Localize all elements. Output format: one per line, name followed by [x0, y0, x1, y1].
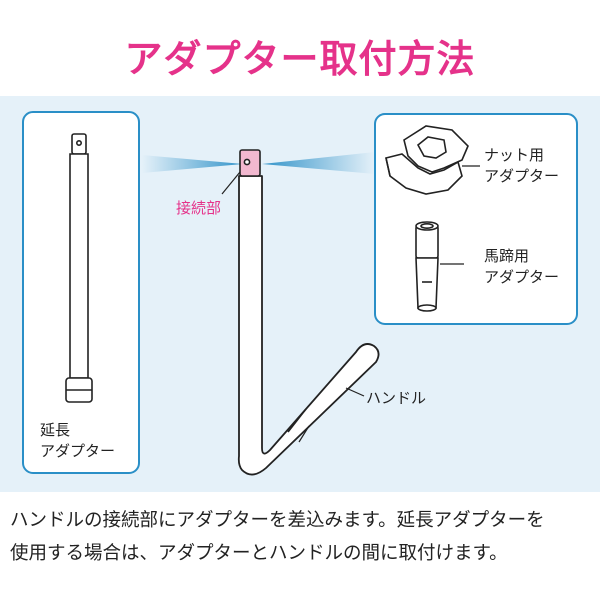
- extension-adapter: [65, 133, 93, 403]
- connection-label: 接続部: [176, 199, 222, 217]
- nut-adapter-label-line1: ナット用: [484, 146, 545, 164]
- hoof-adapter-label-line1: 馬蹄用: [484, 247, 530, 265]
- caption-line-2: 使用する場合は、アダプターとハンドルの間に取付けます。: [10, 543, 508, 564]
- highlight-beam-left: [142, 155, 243, 173]
- hoof-adapter: [415, 221, 439, 312]
- nut-adapter-label-line2: アダプター: [484, 167, 560, 185]
- handle-label: ハンドル: [366, 389, 427, 407]
- caption-line-1: ハンドルの接続部にアダプターを差込みます。延長アダプターを: [10, 510, 545, 531]
- page-title: アダプター取付方法: [124, 37, 476, 81]
- hoof-adapter-label-line2: アダプター: [484, 268, 560, 286]
- extension-adapter-label-line2: アダプター: [40, 442, 116, 460]
- highlight-beam-right: [262, 152, 375, 174]
- handle-leader: [345, 387, 365, 397]
- connection-joint: [239, 149, 261, 177]
- extension-adapter-label-line1: 延長: [40, 421, 71, 439]
- nut-adapter: [385, 125, 469, 195]
- instruction-caption: ハンドルの接続部にアダプターを差込みます。延長アダプターを 使用する場合は、アダ…: [10, 504, 598, 570]
- connection-leader: [221, 171, 241, 195]
- handle: [237, 175, 380, 476]
